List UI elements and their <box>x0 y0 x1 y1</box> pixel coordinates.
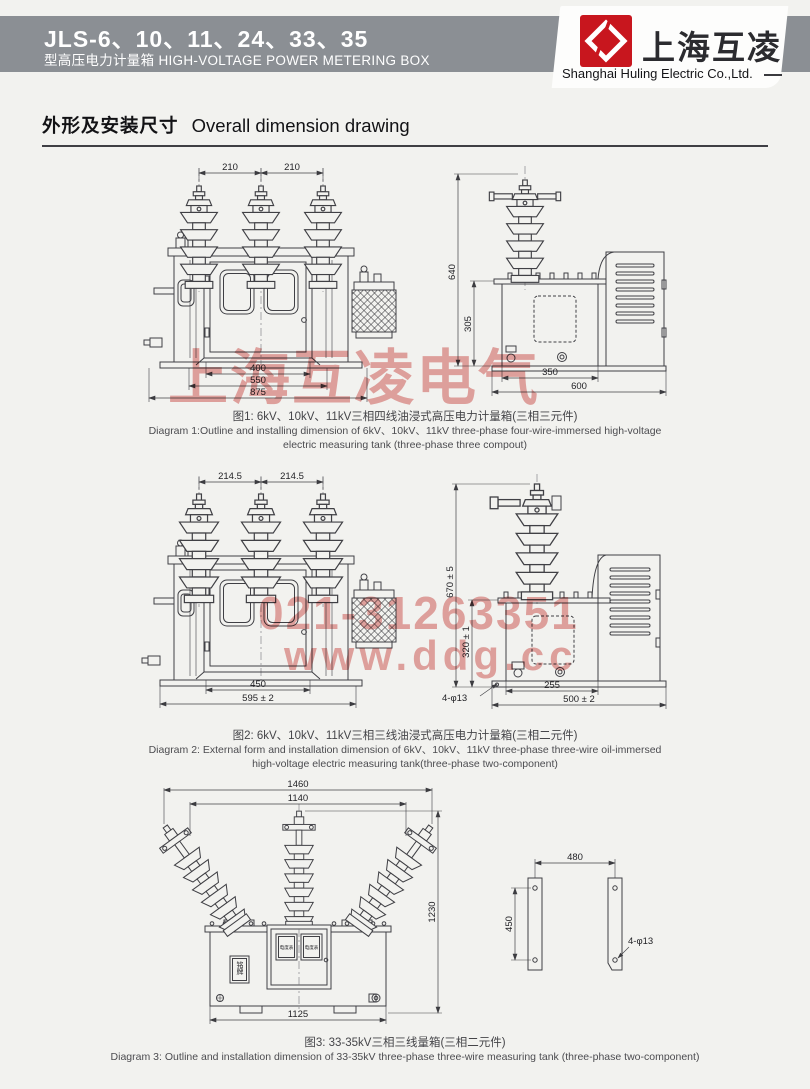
nameplate-label: 铭牌 <box>236 960 244 976</box>
meter-label: 电度表 <box>305 944 319 951</box>
insulator-bushing <box>282 810 316 929</box>
insulator-bushing <box>150 815 254 939</box>
mounting-strips <box>527 877 623 971</box>
dim-label: 1140 <box>288 793 308 804</box>
diagram3-caption: 图3: 33-35kV三相三线量箱(三相二元件) Diagram 3: Outl… <box>0 1036 810 1065</box>
logo-text-cn: 上海互凌 <box>642 29 782 66</box>
dim-label: 500 ± 2 <box>563 694 595 705</box>
dim-label: 350 <box>542 367 558 378</box>
page-title: JLS-6、10、11、24、33、35 <box>44 26 369 52</box>
cabinet-front <box>159 247 363 369</box>
caption-line: Diagram 2: External form and installatio… <box>148 744 662 756</box>
dim-label: 320 ± 1 <box>461 626 472 658</box>
section-title-en: Overall dimension drawing <box>191 115 410 136</box>
logo-rule <box>764 74 782 76</box>
dimensions: 210 210 400 550 875 <box>148 162 368 402</box>
dim-label: 670 ± 5 <box>445 566 456 598</box>
insulator-bushing <box>180 185 218 289</box>
insulator-bushing <box>304 185 342 289</box>
dim-label: 210 <box>284 162 300 173</box>
dimensions: 480 450 4-φ13 <box>504 852 653 961</box>
louver-box <box>591 554 661 682</box>
dim-label: 1460 <box>287 779 308 790</box>
diagram2-side-view: 670 ± 5 320 ± 1 4-φ13 255 500 ± 2 <box>442 474 667 709</box>
caption-line: Diagram 1:Outline and installing dimensi… <box>148 425 662 437</box>
caption-line: 图2: 6kV、10kV、11kV三相三线油浸式高压电力计量箱(三相二元件) <box>232 730 578 742</box>
right-mesh-cylinder <box>351 573 397 649</box>
insulator-bushing <box>489 180 560 282</box>
dim-label: 450 <box>250 679 266 690</box>
dim-label: 450 <box>504 916 515 932</box>
dim-label: 875 <box>250 387 266 398</box>
dim-label: 600 <box>571 381 587 392</box>
meter-box: 电度表 电度表 <box>266 924 332 990</box>
diagram1-caption: 图1: 6kV、10kV、11kV三相四线油浸式高压电力计量箱(三相三元件) D… <box>0 410 810 452</box>
caption-line: 图3: 33-35kV三相三线量箱(三相二元件) <box>304 1037 506 1049</box>
dim-label: 400 <box>250 363 266 374</box>
section-title-cn: 外形及安装尺寸 <box>42 115 179 136</box>
caption-line: Diagram 3: Outline and installation dime… <box>110 1051 700 1063</box>
diagram2-front-view: 214.5 214.5 450 595 ± 2 <box>141 471 397 708</box>
diagram3-bracket-detail: 480 450 4-φ13 <box>504 852 653 971</box>
secondary-terminal <box>551 495 562 511</box>
dim-label: 640 <box>447 264 458 280</box>
dim-label: 4-φ13 <box>628 936 653 947</box>
dim-label: 550 <box>250 375 266 386</box>
diagram3-front-view: 电度表 电度表 铭牌 1460 1140 1230 1125 <box>150 779 446 1024</box>
dim-label: 255 <box>544 680 560 691</box>
dim-label: 595 ± 2 <box>242 693 274 704</box>
section-title: 外形及安装尺寸 Overall dimension drawing <box>42 112 768 147</box>
insulator-bushing <box>302 493 344 604</box>
dim-label: 1230 <box>427 901 438 922</box>
dim-label: 305 <box>463 316 474 332</box>
dim-label: 214.5 <box>218 471 242 482</box>
dim-label: 480 <box>567 852 583 863</box>
louver-box <box>597 251 667 367</box>
nameplate: 铭牌 <box>229 955 250 984</box>
dim-label: 214.5 <box>280 471 304 482</box>
dimensions: 670 ± 5 320 ± 1 4-φ13 255 500 ± 2 <box>442 483 667 709</box>
insulator-bushing <box>489 483 559 601</box>
tank-side <box>491 591 667 688</box>
dim-label: 1125 <box>288 1009 308 1020</box>
dimensions: 214.5 214.5 450 595 ± 2 <box>159 471 357 708</box>
right-mesh-cylinder <box>351 265 397 339</box>
company-name: Shanghai Huling Electric Co.,Ltd. <box>562 66 753 81</box>
caption-line: high-voltage electric measuring tank(thr… <box>252 757 558 770</box>
caption-line: electric measuring tank (three-phase thr… <box>283 438 527 451</box>
meter-label: 电度表 <box>280 944 294 951</box>
huling-logo-icon <box>580 15 632 67</box>
dimensions: 1460 1140 1230 1125 <box>163 779 442 1024</box>
insulator-bushing <box>178 493 220 604</box>
insulator-bushing <box>240 493 282 604</box>
diagram2-caption: 图2: 6kV、10kV、11kV三相三线油浸式高压电力计量箱(三相二元件) D… <box>0 729 810 771</box>
insulator-bushing <box>242 185 280 289</box>
page-subtitle: 型高压电力计量箱 HIGH-VOLTAGE POWER METERING BOX <box>44 53 430 68</box>
dimensions: 640 305 350 600 <box>447 173 667 396</box>
dim-label: 4-φ13 <box>442 693 467 704</box>
caption-line: 图1: 6kV、10kV、11kV三相四线油浸式高压电力计量箱(三相三元件) <box>232 411 578 423</box>
diagram1-side-view: 640 305 350 600 <box>447 166 667 396</box>
dim-label: 210 <box>222 162 238 173</box>
diagram1-front-view: 210 210 400 550 875 <box>143 162 397 402</box>
left-fittings <box>143 231 196 348</box>
